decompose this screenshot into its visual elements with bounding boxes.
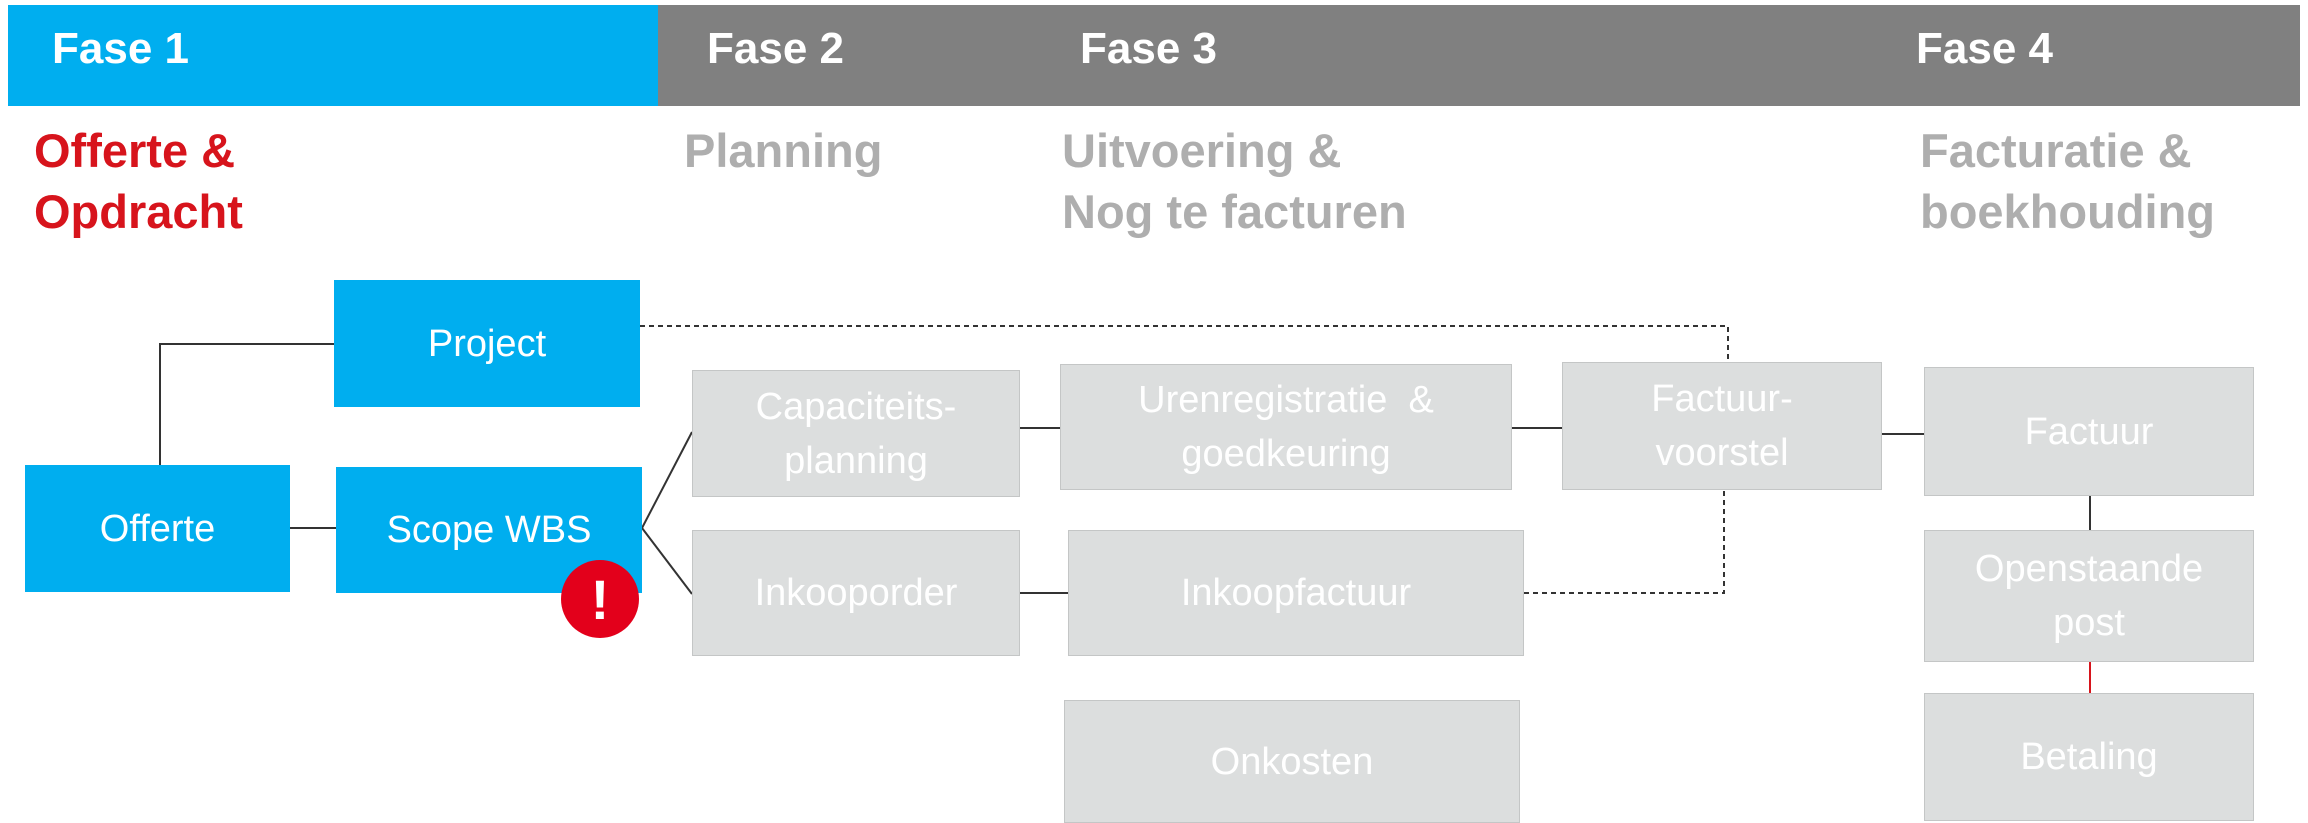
phase-4-heading-line-2: boekhouding [1920, 185, 2216, 238]
phase-4-heading: Facturatie & boekhouding [1920, 120, 2215, 242]
connector-project-factuurvoorstel [640, 325, 1729, 362]
factuurvoorstel-box[interactable]: Factuur- voorstel [1562, 362, 1882, 490]
factuur-box[interactable]: Factuur [1924, 367, 2254, 496]
urenregistratie-box-line-2: goedkeuring [1181, 433, 1391, 475]
phase-3-heading-line-2: Nog te facturen [1062, 185, 1407, 238]
betaling-box[interactable]: Betaling [1924, 693, 2254, 821]
capaciteitsplanning-box[interactable]: Capaciteits- planning [692, 370, 1020, 497]
phase-1-heading-line-1: Offerte & [34, 124, 236, 177]
onkosten-box-label: Onkosten [1210, 740, 1374, 783]
scope-wbs-box-label: Scope WBS [386, 509, 592, 551]
factuur-box-label: Factuur [2024, 410, 2154, 453]
phase-3-label: Fase 3 [1080, 24, 1217, 73]
project-box[interactable]: Project [334, 280, 640, 407]
capaciteitsplanning-box-line-2: planning [784, 439, 928, 482]
phase-1-band [8, 5, 658, 106]
urenregistratie-box[interactable]: Urenregistratie & goedkeuring [1060, 364, 1512, 490]
phase-4-label: Fase 4 [1916, 24, 2053, 73]
factuurvoorstel-box-line-1: Factuur- [1651, 378, 1793, 420]
connector-offerte-project [159, 343, 334, 465]
openstaande-post-box-line-2: post [2053, 602, 2125, 644]
urenregistratie-box-line-1: Urenregistratie & [1138, 379, 1434, 421]
scope-wbs-box[interactable]: Scope WBS [336, 467, 642, 593]
inkooporder-box[interactable]: Inkooporder [692, 530, 1020, 656]
inkooporder-box-label: Inkooporder [754, 572, 958, 614]
inkoopfactuur-box[interactable]: Inkoopfactuur [1068, 530, 1524, 656]
betaling-box-label: Betaling [2020, 736, 2158, 778]
phase-2-heading: Planning [684, 120, 882, 181]
connector-scope-capaciteit [641, 431, 693, 529]
phase-2-heading-line-1: Planning [684, 124, 883, 177]
offerte-box-label: Offerte [99, 507, 216, 550]
warning-icon[interactable]: ! [561, 560, 639, 638]
phase-1-label: Fase 1 [52, 24, 189, 73]
offerte-box[interactable]: Offerte [25, 465, 290, 592]
phase-3-heading: Uitvoering & Nog te facturen [1062, 120, 1407, 242]
inkoopfactuur-box-label: Inkoopfactuur [1180, 572, 1412, 614]
phase-1-heading-line-2: Opdracht [34, 185, 243, 238]
onkosten-box[interactable]: Onkosten [1064, 700, 1520, 823]
openstaande-post-box[interactable]: Openstaande post [1924, 530, 2254, 662]
phase-1-heading: Offerte & Opdracht [34, 120, 243, 242]
connector-scope-inkooporder [641, 527, 693, 595]
factuurvoorstel-box-line-2: voorstel [1655, 432, 1789, 474]
phase-4-heading-line-1: Facturatie & [1920, 124, 2192, 177]
phase-2-label: Fase 2 [707, 24, 844, 73]
project-box-label: Project [427, 322, 547, 365]
phase-2-4-band [658, 5, 2300, 106]
openstaande-post-box-line-1: Openstaande [1974, 548, 2204, 590]
connector-inkoopfactuur-factuurvoorstel [1524, 490, 1725, 594]
capaciteitsplanning-box-line-1: Capaciteits- [755, 385, 957, 428]
phase-3-heading-line-1: Uitvoering & [1062, 124, 1342, 177]
